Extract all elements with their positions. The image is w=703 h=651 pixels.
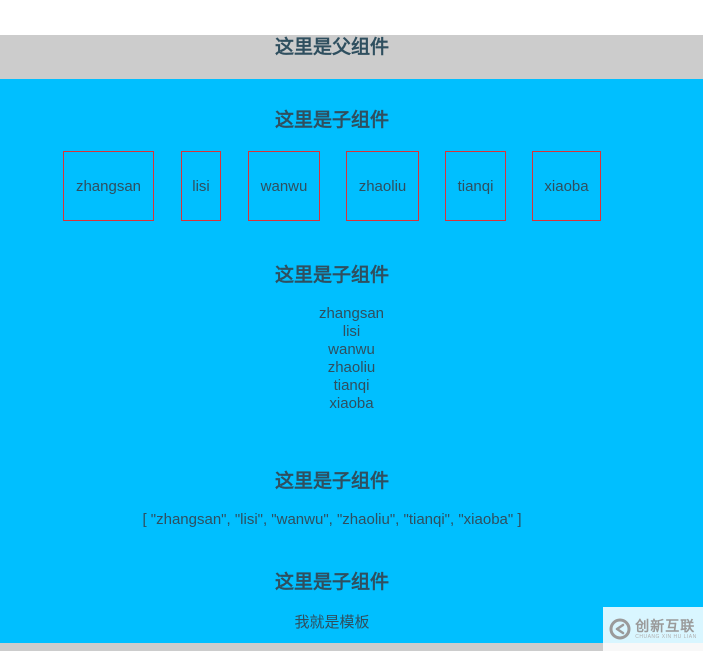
name-list: zhangsan lisi wanwu zhaoliu tianqi xiaob… — [0, 305, 703, 413]
name-box: zhangsan — [63, 151, 154, 221]
list-item: xiaoba — [329, 395, 374, 412]
child-title-1: 这里是子组件 — [274, 110, 389, 131]
child-title-2: 这里是子组件 — [274, 265, 389, 286]
name-box: zhaoliu — [346, 151, 419, 221]
name-box: xiaoba — [532, 151, 601, 221]
child-title-4: 这里是子组件 — [274, 572, 389, 593]
child-title-3: 这里是子组件 — [274, 471, 389, 492]
parent-bottom-edge — [0, 643, 703, 651]
watermark-logo: 创新互联 CHUANG XIN HU LIAN — [603, 607, 703, 651]
watermark-main: 创新互联 — [635, 617, 696, 634]
list-item: lisi — [342, 323, 361, 340]
parent-component — [0, 35, 703, 79]
list-item: tianqi — [333, 377, 370, 394]
name-box: tianqi — [445, 151, 506, 221]
child-component-area — [0, 79, 703, 643]
parent-title: 这里是父组件 — [274, 37, 389, 58]
list-item: zhangsan — [318, 305, 385, 322]
list-item: wanwu — [328, 341, 375, 358]
list-item: zhaoliu — [327, 359, 376, 376]
name-box: wanwu — [248, 151, 320, 221]
cx-logo-icon — [609, 618, 631, 640]
array-output: [ "zhangsan", "lisi", "wanwu", "zhaoliu"… — [142, 511, 522, 528]
template-output: 我就是模板 — [294, 614, 370, 631]
name-box: lisi — [181, 151, 221, 221]
watermark-text: 创新互联 CHUANG XIN HU LIAN — [635, 619, 697, 640]
watermark-sub: CHUANG XIN HU LIAN — [635, 633, 697, 640]
